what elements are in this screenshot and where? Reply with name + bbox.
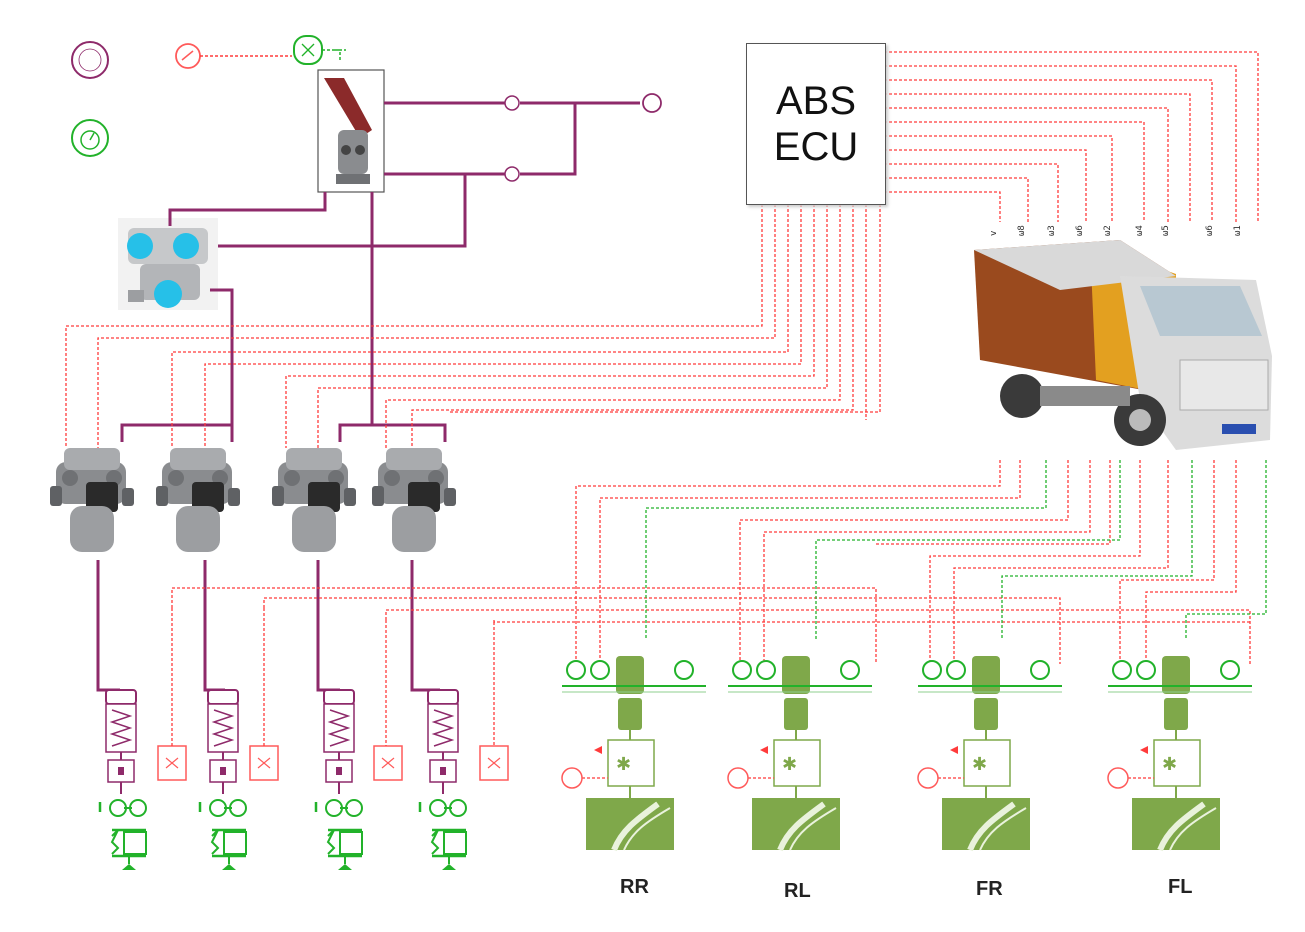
- port-label: ω6: [1075, 225, 1085, 236]
- air-source-icon: [71, 41, 109, 79]
- wheel-label-rl: RL: [784, 880, 811, 902]
- wheel-model-rr: [562, 656, 706, 850]
- abs-ecu-box: ABS ECU: [746, 43, 886, 205]
- ecu-control-lines: [65, 204, 881, 448]
- port-label: ω3: [1047, 225, 1057, 236]
- ecu-port-labels: v ω8 ω3 ω6 ω2 ω4 ω5 ω6 ω1: [989, 225, 1243, 236]
- ecu-sensor-lines: [884, 51, 1259, 222]
- wheel-model-fr: [918, 656, 1062, 850]
- timer-icon: [71, 119, 109, 157]
- truck-icon: [974, 240, 1272, 450]
- pedal-force-sensor-icon: [293, 35, 346, 65]
- wheel-signal-lines: [171, 460, 1251, 746]
- wheel-label-fl: FL: [1168, 876, 1193, 898]
- pressure-gauge-icon: [175, 43, 201, 69]
- abs-modulator-icon: [50, 448, 456, 552]
- port-label: ω2: [1103, 225, 1113, 236]
- relay-valve-icon: [118, 218, 218, 310]
- wheel-model-rl: [728, 656, 872, 850]
- port-label: ω1: [1233, 225, 1243, 236]
- ecu-label-line1: ABS: [775, 79, 857, 123]
- ecu-label-line2: ECU: [773, 125, 859, 169]
- port-label: ω4: [1135, 225, 1145, 236]
- port-label: ω6: [1205, 225, 1215, 236]
- wheel-brake-icons: [98, 798, 468, 872]
- port-label: v: [989, 231, 999, 236]
- wheel-model-fl: [1108, 656, 1252, 850]
- wheel-label-rr: RR: [620, 876, 649, 898]
- port-label: ω5: [1161, 225, 1171, 236]
- brake-pedal-icon: [317, 69, 385, 193]
- wheel-label-fr: FR: [976, 878, 1003, 900]
- port-label: ω8: [1017, 225, 1027, 236]
- wheel-speed-lines: [645, 460, 1267, 640]
